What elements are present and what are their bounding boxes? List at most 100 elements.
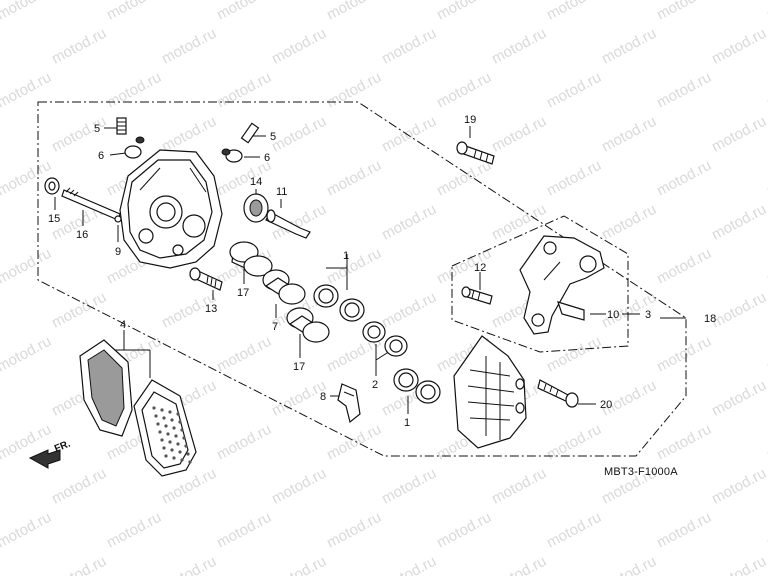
watermark-text: motod.ru: [104, 69, 164, 112]
callout-6-left: 6: [98, 150, 104, 162]
watermark-text: motod.ru: [379, 201, 439, 244]
bracket-pin-bolt: [461, 286, 493, 305]
pad-dot: [160, 408, 164, 412]
callout-1-lower: 1: [404, 417, 410, 429]
bleed-screw-cap-right: [221, 148, 243, 163]
watermark-text: motod.ru: [764, 245, 768, 288]
watermark-text: motod.ru: [654, 157, 714, 200]
watermark-text: motod.ru: [544, 69, 604, 112]
pad-dot: [164, 424, 168, 428]
watermark-text: motod.ru: [269, 113, 329, 156]
callout-11: 11: [276, 186, 287, 198]
watermark-text: motod.ru: [544, 509, 604, 552]
watermark-text: motod.ru: [434, 69, 494, 112]
piston-upper: [229, 241, 273, 277]
caliper-mount-bolt-lower: [537, 379, 579, 408]
watermark-text: motod.ru: [709, 113, 768, 156]
pad-retainer: [557, 301, 585, 321]
watermark-text: motod.ru: [379, 289, 439, 332]
watermark-text: motod.ru: [709, 377, 768, 420]
callout-14: 14: [250, 176, 262, 188]
pad-friction-dots: [152, 406, 192, 464]
pad-dot: [158, 430, 162, 434]
pad-dot: [180, 458, 184, 462]
watermark-text: motod.ru: [214, 509, 274, 552]
watermark-text: motod.ru: [709, 201, 768, 244]
watermark-text: motod.ru: [434, 157, 494, 200]
watermark-text: motod.ru: [764, 157, 768, 200]
watermark-text: motod.ru: [0, 245, 54, 288]
watermark-text: motod.ru: [654, 0, 714, 24]
pad-dot: [160, 438, 164, 442]
pad-dot: [156, 422, 160, 426]
watermark-text: motod.ru: [489, 553, 549, 576]
watermark-text: motod.ru: [324, 69, 384, 112]
piston-seal-set-upper: [313, 284, 365, 322]
bleed-screw-left: [116, 117, 127, 135]
bracket-bolt-upper: [456, 141, 495, 165]
pad-spring: [337, 383, 361, 424]
callout-9: 9: [115, 246, 121, 258]
watermark-text: motod.ru: [434, 509, 494, 552]
watermark-text: motod.ru: [599, 113, 659, 156]
callout-10: 10: [607, 309, 619, 321]
callout-12: 12: [474, 262, 486, 274]
watermark-text: motod.ru: [654, 333, 714, 376]
watermark-text: motod.ru: [764, 509, 768, 552]
watermark-text: motod.ru: [214, 333, 274, 376]
bleed-screw-cap-left: [124, 136, 145, 159]
watermark-text: motod.ru: [489, 113, 549, 156]
watermark-text: motod.ru: [159, 25, 219, 68]
pad-dot: [178, 450, 182, 454]
bracket-assembly-outline: [451, 215, 629, 353]
pad-dot: [170, 418, 174, 422]
pad-pin-plug: [44, 177, 60, 195]
mounting-bolt: [189, 267, 223, 291]
pad-dot: [186, 452, 190, 456]
watermark-text: motod.ru: [489, 25, 549, 68]
watermark-text: motod.ru: [49, 25, 109, 68]
callout-2: 2: [372, 379, 378, 391]
pad-dot: [176, 442, 180, 446]
watermark-text: motod.ru: [324, 421, 384, 464]
pad-dot: [180, 428, 184, 432]
callout-17-lower: 17: [293, 361, 305, 373]
watermark-text: motod.ru: [379, 25, 439, 68]
bleed-screw-right: [240, 122, 260, 144]
pin-boot: [243, 193, 269, 223]
pad-dot: [188, 460, 192, 464]
watermark-text: motod.ru: [654, 245, 714, 288]
leader-lines: [54, 126, 686, 414]
watermark-text: motod.ru: [269, 553, 329, 576]
callout-6-right: 6: [264, 152, 270, 164]
pad-dot: [154, 414, 158, 418]
watermark-text: motod.ru: [49, 553, 109, 576]
watermark-text: motod.ru: [379, 465, 439, 508]
watermark-text: motod.ru: [654, 69, 714, 112]
pin-clip: [114, 215, 122, 223]
watermark-text: motod.ru: [104, 0, 164, 24]
callout-20: 20: [600, 399, 612, 411]
callout-1-upper: 1: [343, 250, 349, 262]
watermark-text: motod.ru: [599, 25, 659, 68]
pad-dot: [172, 426, 176, 430]
watermark-text: motod.ru: [0, 69, 54, 112]
callout-7: 7: [272, 321, 278, 333]
pad-dot: [168, 410, 172, 414]
watermark-text: motod.ru: [159, 553, 219, 576]
watermark-text: motod.ru: [764, 421, 768, 464]
watermark-text: motod.ru: [159, 113, 219, 156]
watermark-text: motod.ru: [379, 113, 439, 156]
caliper-body: [119, 149, 223, 269]
watermark-text: motod.ru: [324, 157, 384, 200]
pad-dot: [152, 406, 156, 410]
assembly-outline: [37, 101, 687, 457]
pad-dot: [172, 456, 176, 460]
watermark-text: motod.ru: [0, 509, 54, 552]
piston-seal-set-lower: [393, 368, 441, 404]
watermark-text: motod.ru: [434, 0, 494, 24]
pad-dot: [182, 436, 186, 440]
pad-dot: [168, 440, 172, 444]
watermark-text: motod.ru: [0, 0, 54, 24]
